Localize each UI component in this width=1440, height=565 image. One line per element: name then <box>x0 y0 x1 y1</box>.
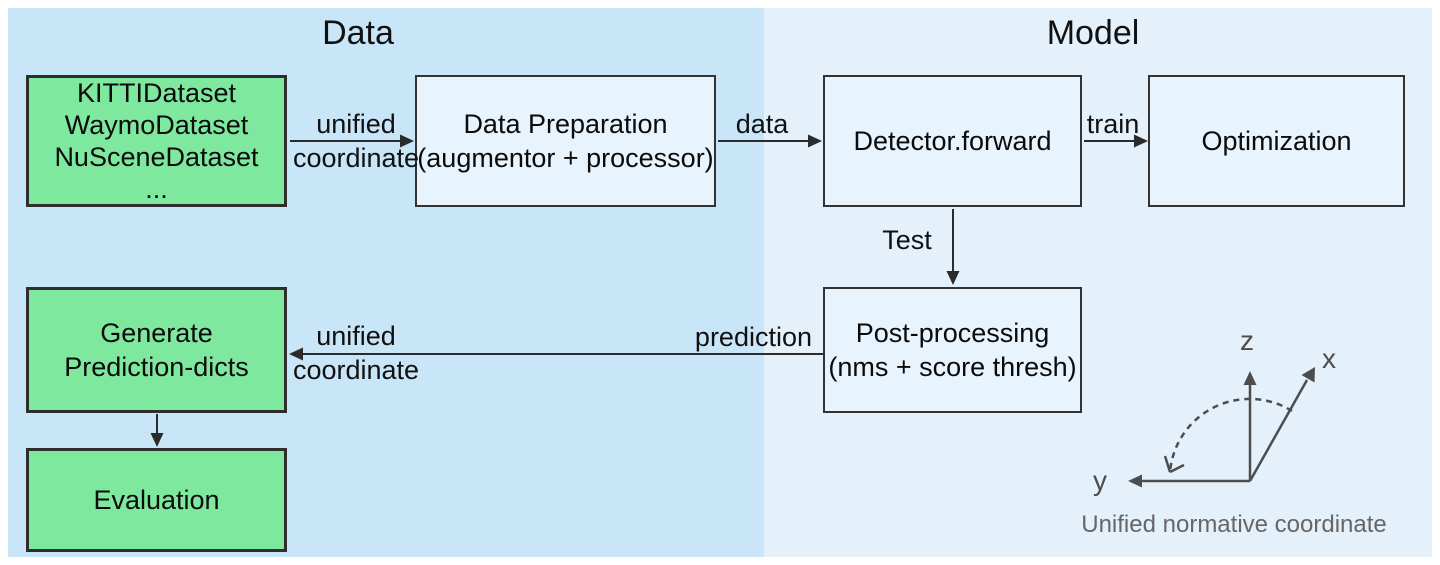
node-generate-line: Generate <box>100 318 213 348</box>
node-datasets: KITTIDataset WaymoDataset NuSceneDataset… <box>26 75 287 207</box>
node-data-preparation: Data Preparation (augmentor + processor) <box>415 75 716 207</box>
node-datasets-line: WaymoDataset <box>64 110 249 140</box>
node-datasets-line: ... <box>145 174 168 204</box>
node-evaluation: Evaluation <box>26 448 287 552</box>
edge-label-unified-top: unified <box>316 109 396 139</box>
node-datasets-line: NuSceneDataset <box>54 142 259 172</box>
axis-label-z: z <box>1240 325 1254 356</box>
model-section-title: Model <box>1046 13 1140 52</box>
node-detector-forward: Detector.forward <box>823 75 1082 207</box>
node-generate-line: Prediction-dicts <box>64 352 249 382</box>
edge-label-coordinate-bottom: coordinate <box>292 355 420 385</box>
data-section-title: Data <box>322 13 394 52</box>
node-post-processing-line: Post-processing <box>855 318 1050 348</box>
node-optimization: Optimization <box>1148 75 1405 207</box>
edge-label-train: train <box>1086 109 1140 139</box>
coordinate-figure-caption: Unified normative coordinate <box>1081 511 1387 538</box>
node-evaluation-line: Evaluation <box>93 485 220 515</box>
node-data-preparation-line: Data Preparation <box>463 109 668 139</box>
node-data-preparation-line: (augmentor + processor) <box>417 143 714 173</box>
edge-label-coordinate-top: coordinate <box>292 143 420 173</box>
edge-label-prediction: prediction <box>694 322 812 352</box>
edge-label-test: Test <box>882 225 932 255</box>
node-generate-prediction-dicts: Generate Prediction-dicts <box>26 287 287 413</box>
node-post-processing: Post-processing (nms + score thresh) <box>823 287 1082 413</box>
node-optimization-line: Optimization <box>1201 126 1352 156</box>
node-detector-forward-line: Detector.forward <box>853 126 1052 156</box>
axis-label-y: y <box>1093 465 1107 496</box>
edge-label-unified-bottom: unified <box>316 321 396 351</box>
node-datasets-line: KITTIDataset <box>76 78 237 108</box>
node-post-processing-line: (nms + score thresh) <box>828 352 1077 382</box>
axis-label-x: x <box>1322 343 1336 374</box>
edge-label-data: data <box>735 109 789 139</box>
